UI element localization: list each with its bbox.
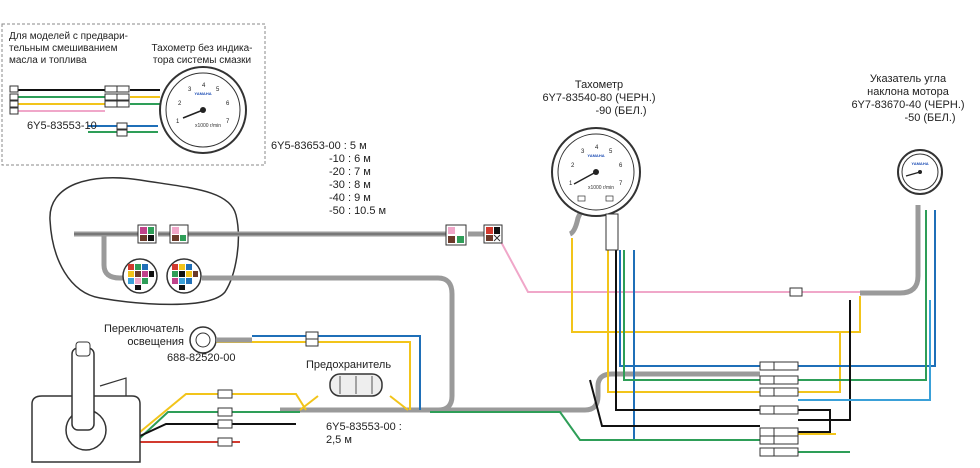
round-connector-left	[122, 258, 158, 294]
tachometer-gauge	[551, 127, 641, 251]
inset-tacho-note: Тахометр без индика- тора системы смазки	[144, 43, 260, 67]
gauge-number: 2	[178, 101, 182, 107]
extension-harness-line: -20 : 7 м	[329, 166, 371, 178]
fuse-label: Предохранитель	[306, 359, 392, 371]
trim-gauge-face: YAMAHA	[911, 161, 928, 166]
inset-tacho-note-line: тора системы смазки	[152, 55, 252, 66]
remote-connectors	[217, 389, 233, 447]
gauge-number: 6	[619, 163, 623, 169]
connector-console-right	[169, 224, 189, 244]
tachometer-face: YAMAHA 1 2 3 4 5 6 7 x1000 r/min	[569, 145, 623, 191]
round-connector-right	[166, 258, 202, 294]
remote-control-box	[31, 341, 141, 463]
extension-harness-line: -40 : 9 м	[329, 192, 371, 204]
light-switch-label: Переключатель освещения	[72, 323, 184, 349]
gauge-number: 3	[581, 149, 585, 155]
inset-harness-code: 6Y5-83553-10	[27, 120, 97, 132]
extension-harness-line: -50 : 10.5 м	[329, 205, 387, 217]
gauge-number: 3	[188, 87, 192, 93]
trim-gauge-part: -50 (БЕЛ.)	[904, 112, 956, 124]
fuse-holder	[299, 373, 409, 411]
inset-gauge-face: YAMAHA 1 2 3 4 5 6 7 x1000 r/min	[176, 83, 230, 129]
gauge-unit: x1000 r/min	[195, 123, 221, 129]
gauge-number: 1	[569, 181, 573, 187]
premix-note: Для моделей с предвари- тельным смешиван…	[9, 31, 128, 67]
trim-gauge	[897, 149, 943, 195]
junction-connectors	[759, 287, 803, 457]
main-harness-line: 6Y5-83553-00 :	[326, 421, 402, 433]
tachometer-title: Тахометр	[574, 79, 624, 91]
inset-tacho-note-line: Тахометр без индика-	[151, 43, 253, 54]
gauge-number: 5	[216, 87, 220, 93]
main-harness-label: 6Y5-83553-00 : 2,5 м	[326, 421, 402, 447]
gauge-brand: YAMAHA	[911, 161, 928, 166]
inset-tachometer	[159, 66, 247, 154]
tachometer-part: 6Y7-83540-80 (ЧЕРН.)	[542, 92, 656, 104]
green-wires	[139, 210, 927, 453]
trim-gauge-title: наклона мотора	[867, 86, 949, 98]
gauge-number: 2	[571, 163, 575, 169]
extension-harness-line: -10 : 6 м	[329, 153, 371, 165]
connector-tacho-side	[483, 224, 503, 244]
gauge-number: 6	[226, 101, 230, 107]
extension-harness-label: 6Y5-83653-00 : 5 м -10 : 6 м -20 : 7 м -…	[271, 140, 386, 218]
trim-gauge-label: Указатель угла наклона мотора 6Y7-83670-…	[838, 73, 978, 125]
yellow-wires	[139, 238, 861, 435]
light-switch-part: 688-82520-00	[167, 352, 236, 364]
connector-console-left	[137, 224, 157, 244]
premix-note-line: Для моделей с предвари-	[9, 31, 129, 42]
premix-note-line: тельным смешиванием	[9, 43, 118, 54]
light-switch-label-line: освещения	[127, 336, 184, 348]
inset-frame	[1, 23, 266, 166]
gauge-number: 4	[202, 83, 206, 89]
pink-wire	[499, 239, 860, 293]
trim-gauge-part: 6Y7-83670-40 (ЧЕРН.)	[851, 99, 965, 111]
gauge-brand: YAMAHA	[194, 91, 211, 96]
main-harness-line: 2,5 м	[326, 434, 352, 446]
gauge-number: 5	[609, 149, 613, 155]
extension-harness-line: -30 : 8 м	[329, 179, 371, 191]
connector-extension-end	[445, 224, 467, 246]
trim-gauge-title: Указатель угла	[869, 73, 947, 85]
gauge-number: 4	[595, 145, 599, 151]
tachometer-label: Тахометр 6Y7-83540-80 (ЧЕРН.) -90 (БЕЛ.)	[534, 79, 664, 118]
light-switch	[189, 326, 252, 354]
gauge-number: 1	[176, 119, 180, 125]
console-outline	[49, 177, 240, 306]
light-blue-wire	[798, 300, 931, 401]
inset-connectors	[9, 85, 130, 137]
extension-harness-line: 6Y5-83653-00 : 5 м	[271, 140, 367, 152]
light-switch-label-line: Переключатель	[103, 323, 184, 335]
premix-note-line: масла и топлива	[9, 55, 87, 66]
gauge-number: 7	[619, 181, 623, 187]
gauge-unit: x1000 r/min	[588, 185, 614, 191]
tachometer-part: -90 (БЕЛ.)	[595, 105, 647, 117]
gauge-number: 7	[226, 119, 230, 125]
switch-connectors	[305, 331, 319, 347]
gauge-brand: YAMAHA	[587, 153, 604, 158]
